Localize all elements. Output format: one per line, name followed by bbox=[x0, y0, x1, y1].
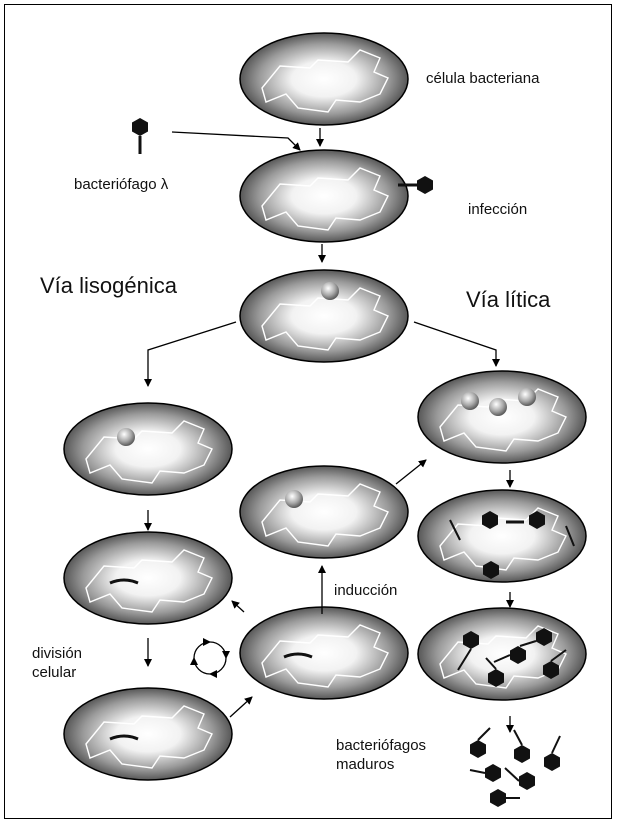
mature-phage bbox=[490, 789, 520, 807]
mature-phage bbox=[505, 768, 535, 790]
phage-dna-dot bbox=[321, 282, 339, 300]
phage-dna-dot bbox=[518, 388, 536, 406]
cell-lysogenic-1 bbox=[64, 403, 232, 495]
cell-lytic-1-replication bbox=[418, 371, 586, 463]
free-phage-lambda bbox=[132, 118, 148, 154]
cell-lysogenic-2-prophage bbox=[64, 532, 232, 624]
phage-dna-dot bbox=[117, 428, 135, 446]
phage-dna-dot bbox=[461, 392, 479, 410]
cell-3-branch-point bbox=[240, 270, 408, 362]
label-bacterial-cell: célula bacteriana bbox=[426, 70, 539, 88]
mature-phage bbox=[470, 728, 490, 758]
cycle-icon bbox=[194, 642, 226, 674]
phage-dna-dot bbox=[489, 398, 507, 416]
phage-dna-dot bbox=[285, 490, 303, 508]
mature-phage bbox=[544, 736, 560, 771]
mature-phage bbox=[514, 730, 530, 763]
label-mature-phages: bacteriófagos maduros bbox=[336, 737, 436, 775]
arrow-division-to-induction-cell bbox=[230, 697, 252, 717]
cell-1-bacterial-cell bbox=[240, 33, 408, 125]
label-lytic-path: Vía lítica bbox=[466, 287, 550, 313]
cell-induced-excised bbox=[240, 466, 408, 558]
cell-2-infection bbox=[240, 150, 408, 242]
arrow-induction-cell-back bbox=[232, 601, 244, 612]
cell-induction-prophage bbox=[240, 607, 408, 699]
cell-lysogenic-3-prophage bbox=[64, 688, 232, 780]
mature-phage bbox=[470, 764, 501, 782]
label-cell-division: división celular bbox=[32, 645, 112, 683]
arrow-to-lytic bbox=[414, 322, 496, 366]
released-mature-phages bbox=[470, 728, 560, 807]
label-infection: infección bbox=[468, 201, 527, 219]
cell-lytic-2-assembly bbox=[418, 490, 586, 582]
arrow-to-lysogenic bbox=[148, 322, 236, 386]
arrow-induced-to-lytic bbox=[396, 460, 426, 484]
label-lysogenic-path: Vía lisogénica bbox=[40, 273, 177, 299]
arrow-phage-to-cell bbox=[172, 132, 300, 150]
label-bacteriophage: bacteriófago λ bbox=[74, 176, 168, 194]
label-induction: inducción bbox=[334, 582, 397, 600]
cell-lytic-3-mature bbox=[418, 608, 586, 700]
